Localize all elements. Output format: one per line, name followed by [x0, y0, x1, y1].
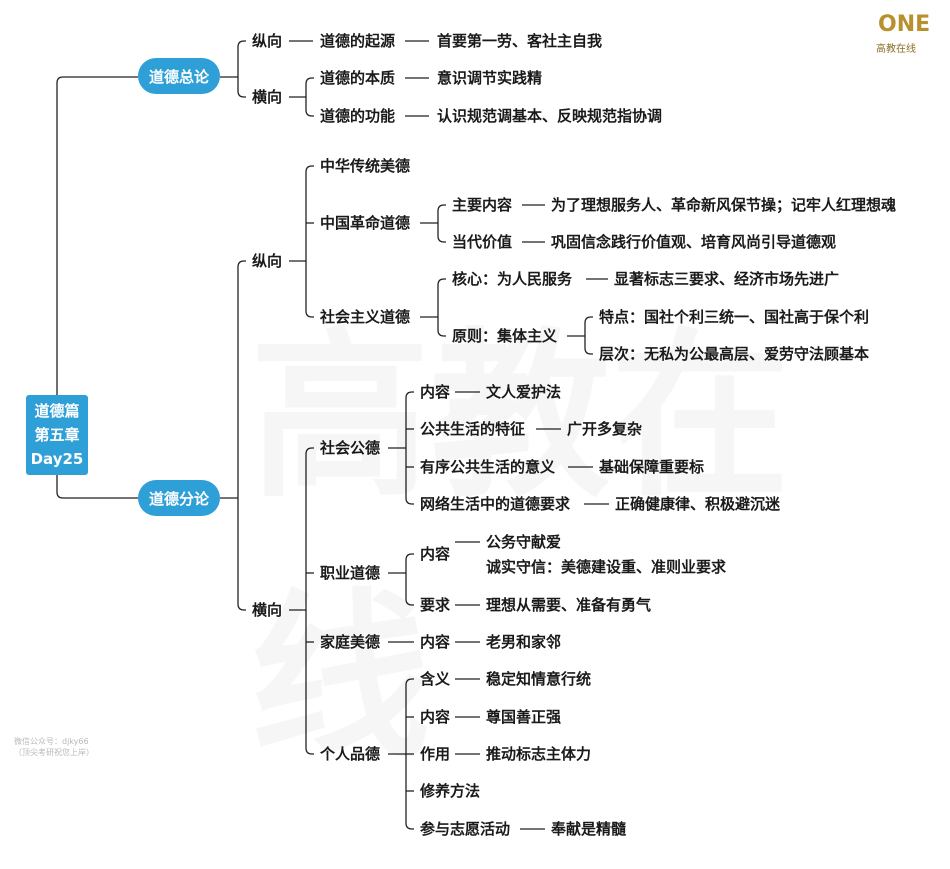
s1-essence: 道德的本质 [320, 69, 396, 87]
s2-traditional: 中华传统美德 [320, 157, 411, 175]
s1-function-mnemonic: 认识规范调基本、反映规范指协调 [437, 107, 663, 125]
s2-vertical: 纵向 [252, 252, 283, 270]
s2-revolutionary: 中国革命道德 [320, 214, 411, 232]
s2-v-fork [305, 165, 314, 318]
s2-family-content: 内容 [420, 633, 451, 651]
root-line-2: 第五章 [34, 426, 80, 444]
s2-principle-fork [584, 316, 593, 355]
root-connector [56, 76, 138, 499]
s2-pers-volunteer-mnemonic: 奉献是精髓 [551, 820, 627, 838]
s2-professional: 职业道德 [320, 564, 381, 582]
s2-pub-meaning-mnemonic: 基础保障重要标 [599, 458, 705, 476]
s2-h-fork [305, 447, 314, 755]
s2-pers-content-mnemonic: 尊国善正强 [486, 708, 562, 726]
s2-family-mnemonic: 老男和家邻 [486, 633, 562, 651]
s2-pers-role: 作用 [420, 745, 451, 763]
s2-soc-principle: 原则：集体主义 [452, 327, 558, 345]
s2-soc-core-mnemonic: 显著标志三要求、经济市场先进广 [614, 270, 840, 288]
s2-prof-content-2: 诚实守信：美德建设重、准则业要求 [486, 558, 727, 576]
root-line-1: 道德篇 [34, 402, 80, 420]
root-node: 道德篇 第五章 Day25 [26, 395, 88, 475]
s2-pers-method: 修养方法 [420, 782, 481, 800]
s1-origin: 道德的起源 [320, 32, 396, 50]
wechat-watermark-line-2: （顶尖考研祝您上岸） [14, 748, 94, 757]
s2-rev-content-mnemonic: 为了理想服务人、革命新风保节操；记牢人红理想魂 [551, 196, 897, 214]
s1-horizontal: 横向 [252, 88, 283, 106]
s2-prof-fork [405, 553, 414, 606]
s2-pub-feature: 公共生活的特征 [420, 420, 526, 438]
s2-pub-content-mnemonic: 文人爱护法 [486, 383, 562, 401]
s2-rev-fork [437, 204, 446, 243]
s1-essence-mnemonic: 意识调节实践精 [437, 69, 543, 87]
s2-horizontal: 横向 [252, 601, 283, 619]
s2-rev-value-mnemonic: 巩固信念践行价值观、培育风尚引导道德观 [551, 233, 837, 251]
s2-pers-meaning: 含义 [420, 670, 451, 688]
s2-rev-value: 当代价值 [452, 233, 513, 251]
wechat-watermark-line-1: 微信公众号：djky66 [14, 737, 89, 746]
s2-pub-fork [405, 391, 414, 505]
s2-pers-content: 内容 [420, 708, 451, 726]
section-pill-general: 道德总论 [138, 58, 220, 94]
wechat-watermark: 微信公众号：djky66 （顶尖考研祝您上岸） [14, 736, 94, 758]
s2-soc-fork [437, 278, 446, 337]
s2-pub-online-mnemonic: 正确健康律、积极避沉迷 [615, 495, 781, 513]
s2-pub-online: 网络生活中的道德要求 [420, 495, 571, 513]
s2-prof-require: 要求 [420, 596, 451, 614]
s2-pub-feature-mnemonic: 广开多复杂 [567, 420, 643, 438]
s2-soc-level: 层次：无私为公最高层、爱劳守法顾基本 [599, 345, 870, 363]
s2-public: 社会公德 [320, 439, 381, 457]
s2-fork [237, 260, 246, 611]
s2-pers-meaning-mnemonic: 稳定知情意行统 [486, 670, 592, 688]
s2-pub-meaning: 有序公共生活的意义 [420, 458, 556, 476]
root-line-3: Day25 [30, 450, 84, 468]
s2-prof-content-1: 公务守献爱 [486, 533, 562, 551]
s2-pub-content: 内容 [420, 383, 451, 401]
s2-rev-content: 主要内容 [452, 196, 513, 214]
s1-h-fork [305, 77, 314, 117]
s2-personal: 个人品德 [320, 745, 381, 763]
logo-sub: 高教在线 [876, 44, 916, 55]
brand-logo: ONE 高教在线 [872, 12, 936, 56]
s1-vertical: 纵向 [252, 32, 283, 50]
s1-origin-mnemonic: 首要第一劳、客社主自我 [437, 32, 603, 50]
section-pill-specific: 道德分论 [138, 480, 220, 516]
logo-mark: ONE [878, 12, 931, 37]
s2-pers-volunteer: 参与志愿活动 [420, 820, 511, 838]
s2-family: 家庭美德 [320, 633, 381, 651]
s1-function: 道德的功能 [320, 107, 396, 125]
s1-fork [237, 40, 246, 98]
s2-soc-core: 核心：为人民服务 [452, 270, 573, 288]
s2-socialist: 社会主义道德 [320, 308, 411, 326]
s2-prof-require-mnemonic: 理想从需要、准备有勇气 [486, 596, 652, 614]
s2-soc-feature: 特点：国社个利三统一、国社高于保个利 [599, 308, 870, 326]
s2-prof-content: 内容 [420, 545, 451, 563]
s2-pers-role-mnemonic: 推动标志主体力 [486, 745, 592, 763]
